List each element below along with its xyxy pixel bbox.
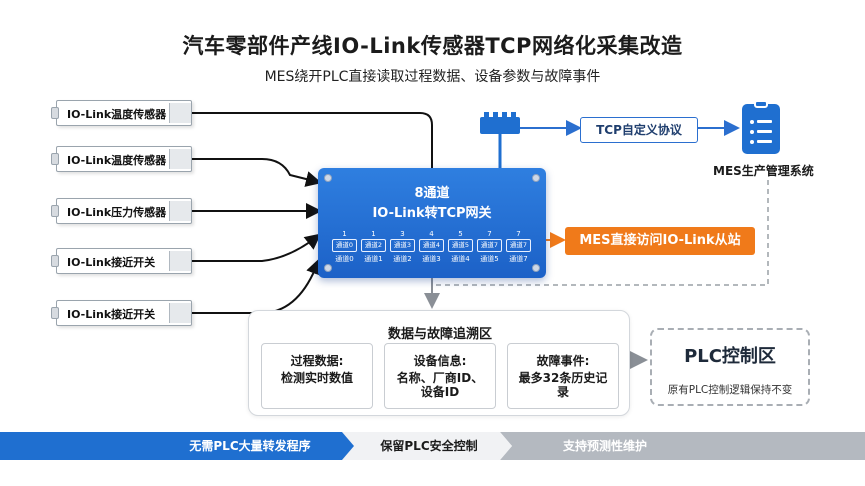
dashed-return-line (432, 180, 769, 286)
sensor-label: IO-Link接近开关 (67, 256, 156, 269)
channel-number: 7 (487, 230, 492, 238)
channel-number: 1 (342, 230, 347, 238)
benefits-banner: 无需PLC大量转发程序 保留PLC安全控制 支持预测性维护 (0, 432, 865, 460)
sensor-head-icon (169, 149, 191, 169)
sensor-head-icon (169, 103, 191, 123)
channel-label: 通道5 (480, 255, 499, 263)
gateway-channel: 7 通道7 通道7 (506, 230, 531, 263)
channel-label: 通道7 (509, 255, 528, 263)
banner-chevrons (0, 432, 865, 460)
card-title: 设备信息: (413, 354, 467, 368)
fault-event-card: 故障事件: 最多32条历史记录 (507, 343, 619, 409)
sensor-label: IO-Link温度传感器 (67, 154, 167, 167)
screw-icon (532, 264, 540, 272)
banner-item-1: 无需PLC大量转发程序 (189, 439, 311, 453)
gateway-channel: 1 通道2 通道1 (361, 230, 386, 263)
card-value: 名称、厂商ID、设备ID (396, 371, 484, 399)
channel-label: 通道1 (364, 255, 383, 263)
gateway-channel: 3 通道3 通道2 (390, 230, 415, 263)
cable-sensor-2 (192, 158, 322, 187)
channel-number: 5 (458, 230, 463, 238)
cable-sensor-5 (192, 258, 322, 314)
process-data-card: 过程数据: 检测实时数值 (261, 343, 373, 409)
card-value: 检测实时数值 (280, 371, 353, 385)
sensor-head-icon (169, 251, 191, 271)
card-value: 最多32条历史记录 (518, 371, 608, 399)
sensor-head-icon (169, 201, 191, 221)
channel-port: 通道2 (361, 239, 386, 252)
cable-sensor-1 (192, 112, 433, 168)
channel-port: 通道5 (448, 239, 473, 252)
sensor-connector-icon (51, 107, 59, 119)
gateway-channel: 7 通道7 通道5 (477, 230, 502, 263)
sensor-proximity-1: IO-Link接近开关 (51, 248, 192, 274)
card-title: 过程数据: (290, 354, 344, 368)
channel-port: 通道7 (477, 239, 502, 252)
channel-label: 通道4 (451, 255, 470, 263)
channel-label: 通道0 (335, 255, 354, 263)
sensor-connector-icon (51, 205, 59, 217)
sensor-label: IO-Link温度传感器 (67, 108, 167, 121)
channel-label: 通道3 (422, 255, 441, 263)
sensor-label: IO-Link接近开关 (67, 308, 156, 321)
banner-segment-2 (342, 432, 512, 460)
connector-pin (493, 112, 498, 118)
ethernet-connector-icon (480, 112, 520, 134)
gateway-subtitle: IO-Link转TCP网关 (372, 206, 492, 221)
gateway-title: 8通道 (414, 186, 450, 201)
sensor-proximity-2: IO-Link接近开关 (51, 300, 192, 326)
channel-port: 通道3 (390, 239, 415, 252)
sensor-label: IO-Link压力传感器 (67, 206, 167, 219)
trace-zone-title: 数据与故障追溯区 (387, 327, 492, 342)
gateway-channel: 5 通道5 通道4 (448, 230, 473, 263)
direct-access-badge: MES直接访问IO-Link从站 (565, 227, 755, 255)
screw-icon (324, 174, 332, 182)
screw-icon (532, 174, 540, 182)
channel-port: 通道0 (332, 239, 357, 252)
io-link-gateway: 8通道 IO-Link转TCP网关 1 通道0 通道0 1 通道2 通道1 3 … (318, 168, 546, 278)
page-subtitle: MES绕开PLC直接读取过程数据、设备参数与故障事件 (264, 69, 601, 85)
banner-segment-3 (500, 432, 865, 460)
connector-pin (511, 112, 516, 118)
channel-label: 通道2 (393, 255, 412, 263)
sensor-head-icon (169, 303, 191, 323)
channel-number: 1 (371, 230, 376, 238)
channel-port: 通道4 (419, 239, 444, 252)
clipboard-icon (742, 100, 780, 154)
sensor-connector-icon (51, 307, 59, 319)
channel-number: 3 (400, 230, 405, 238)
trace-zone: 数据与故障追溯区 过程数据: 检测实时数值 设备信息: 名称、厂商ID、设备ID… (248, 310, 630, 416)
tcp-protocol-box: TCP自定义协议 (580, 117, 698, 143)
connector-pin (484, 112, 489, 118)
clipboard-clip (754, 100, 768, 108)
gateway-channel: 4 通道4 通道3 (419, 230, 444, 263)
screw-icon (324, 264, 332, 272)
card-title: 故障事件: (536, 354, 590, 368)
sensor-temperature-1: IO-Link温度传感器 (51, 100, 192, 126)
banner-segment-1 (0, 432, 354, 460)
sensor-pressure: IO-Link压力传感器 (51, 198, 192, 224)
channel-number: 4 (429, 230, 434, 238)
mes-system-label: MES生产管理系统 (713, 164, 814, 178)
channel-number: 7 (516, 230, 521, 238)
plc-control-zone: PLC控制区 原有PLC控制逻辑保持不变 (650, 328, 810, 406)
plc-zone-title: PLC控制区 (684, 346, 776, 367)
sensor-temperature-2: IO-Link温度传感器 (51, 146, 192, 172)
gateway-channel: 1 通道0 通道0 (332, 230, 357, 263)
device-info-card: 设备信息: 名称、厂商ID、设备ID (384, 343, 496, 409)
cable-sensor-4 (192, 233, 322, 262)
banner-item-3: 支持预测性维护 (562, 439, 647, 453)
channel-port: 通道7 (506, 239, 531, 252)
connector-pin (502, 112, 507, 118)
plc-zone-desc: 原有PLC控制逻辑保持不变 (667, 384, 793, 396)
sensor-connector-icon (51, 255, 59, 267)
page-title: 汽车零部件产线IO-Link传感器TCP网络化采集改造 (182, 34, 683, 58)
banner-item-2: 保留PLC安全控制 (380, 439, 478, 453)
sensor-connector-icon (51, 153, 59, 165)
